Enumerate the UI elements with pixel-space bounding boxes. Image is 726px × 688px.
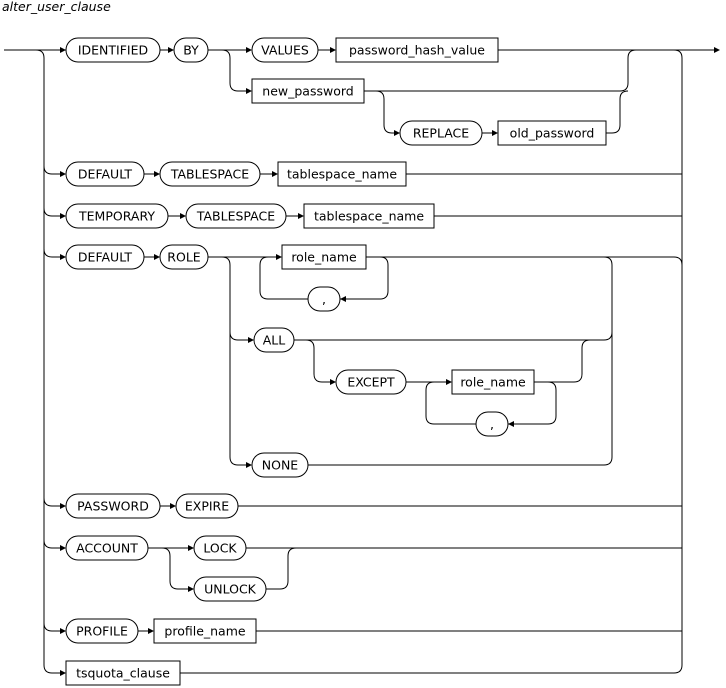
svg-text:tsquota_clause: tsquota_clause [76, 666, 170, 681]
keyword-tablespace-default-row: TABLESPACE [159, 161, 261, 187]
keyword-replace: REPLACE [399, 120, 483, 146]
svg-text:DEFAULT: DEFAULT [78, 167, 133, 182]
svg-text:EXCEPT: EXCEPT [347, 375, 395, 390]
keyword-unlock: UNLOCK [193, 576, 267, 602]
nonterminal-role-name: role_name [281, 244, 367, 270]
svg-text:,: , [490, 417, 494, 432]
svg-text:BY: BY [183, 43, 199, 58]
arrowheads [60, 47, 720, 676]
keyword-temporary: TEMPORARY [65, 203, 169, 229]
keyword-password: PASSWORD [65, 493, 161, 519]
svg-text:TEMPORARY: TEMPORARY [78, 209, 155, 224]
svg-text:REPLACE: REPLACE [413, 126, 469, 141]
svg-text:profile_name: profile_name [164, 624, 245, 639]
nonterminal-role-name-except: role_name [451, 369, 535, 395]
keyword-all: ALL [253, 327, 295, 353]
keyword-role: ROLE [159, 244, 209, 270]
svg-text:role_name: role_name [460, 375, 526, 390]
keyword-expire: EXPIRE [175, 493, 239, 519]
keyword-default-tablespace-row: DEFAULT [65, 161, 145, 187]
svg-text:NONE: NONE [262, 458, 299, 473]
keyword-lock: LOCK [193, 535, 247, 561]
svg-text:ALL: ALL [263, 333, 286, 348]
nonterminal-new-password: new_password [251, 78, 365, 104]
nonterminal-profile-name: profile_name [153, 618, 257, 644]
svg-text:PROFILE: PROFILE [76, 624, 128, 639]
svg-text:ACCOUNT: ACCOUNT [76, 541, 138, 556]
keyword-comma-except: , [475, 411, 509, 437]
keyword-none: NONE [251, 452, 309, 478]
svg-text:role_name: role_name [291, 250, 357, 265]
connector-lines [4, 49, 714, 674]
nonterminal-tablespace-name-default: tablespace_name [277, 161, 407, 187]
keyword-comma-role: , [307, 286, 341, 312]
keyword-values: VALUES [251, 37, 319, 63]
nonterminal-tsquota-clause: tsquota_clause [65, 660, 181, 686]
keyword-profile: PROFILE [65, 618, 139, 644]
svg-text:TABLESPACE: TABLESPACE [170, 167, 249, 182]
svg-text:new_password: new_password [262, 84, 353, 99]
svg-text:TABLESPACE: TABLESPACE [196, 209, 275, 224]
keyword-tablespace-temporary-row: TABLESPACE [185, 203, 287, 229]
nonterminal-password-hash-value: password_hash_value [335, 37, 499, 63]
svg-text:tablespace_name: tablespace_name [314, 209, 424, 224]
svg-text:ROLE: ROLE [167, 250, 200, 265]
svg-text:tablespace_name: tablespace_name [287, 167, 397, 182]
svg-text:old_password: old_password [510, 126, 595, 141]
diagram-title: alter_user_clause [2, 0, 111, 14]
keyword-identified: IDENTIFIED [65, 37, 161, 63]
svg-text:UNLOCK: UNLOCK [204, 582, 257, 597]
keyword-account: ACCOUNT [65, 535, 149, 561]
svg-text:DEFAULT: DEFAULT [78, 250, 133, 265]
svg-text:IDENTIFIED: IDENTIFIED [78, 43, 148, 58]
nonterminal-old-password: old_password [497, 120, 607, 146]
keyword-by: BY [173, 37, 209, 63]
svg-text:,: , [322, 292, 326, 307]
keyword-except: EXCEPT [335, 369, 407, 395]
svg-text:EXPIRE: EXPIRE [185, 499, 229, 514]
svg-text:PASSWORD: PASSWORD [77, 499, 149, 514]
keyword-default-role-row: DEFAULT [65, 244, 145, 270]
nonterminal-tablespace-name-temporary: tablespace_name [303, 203, 435, 229]
svg-text:LOCK: LOCK [203, 541, 237, 556]
svg-text:VALUES: VALUES [261, 43, 309, 58]
svg-text:password_hash_value: password_hash_value [349, 43, 485, 58]
